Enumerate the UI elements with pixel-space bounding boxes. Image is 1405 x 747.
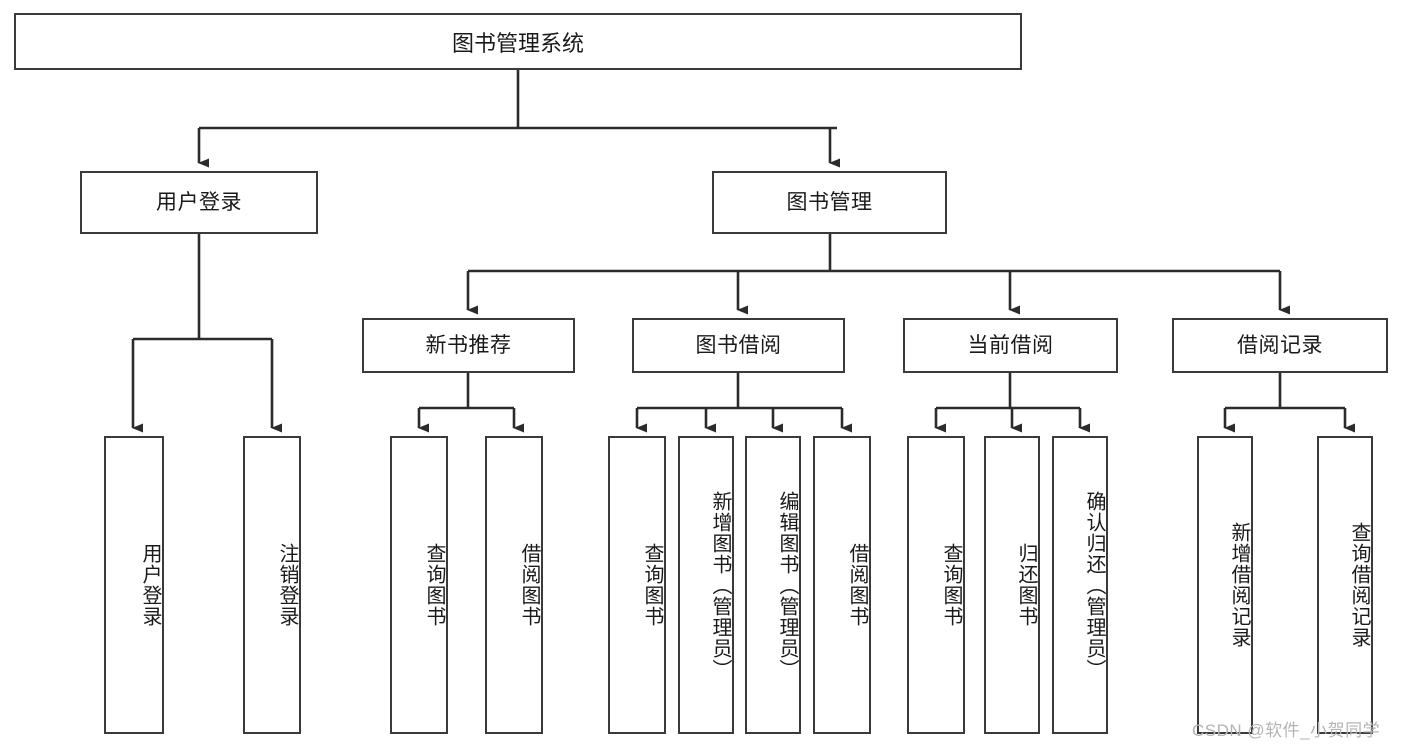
node-label: 归还图书	[1015, 543, 1037, 627]
node-label: 查询图书	[641, 543, 663, 627]
node-label: 借阅记录	[1237, 333, 1323, 357]
leaf-query-books-current[interactable]: 查询图书	[907, 436, 965, 734]
csdn-watermark: CSDN @软件_小贺同学	[1192, 721, 1381, 740]
node-borrow-records[interactable]: 借阅记录	[1172, 318, 1388, 373]
node-label: 新增图书（管理员）	[709, 490, 731, 680]
leaf-confirm-return-admin[interactable]: 确认归还（管理员）	[1052, 436, 1108, 734]
node-user-login[interactable]: 用户登录	[80, 171, 318, 234]
node-label: 借阅图书	[846, 543, 868, 627]
leaf-return-books[interactable]: 归还图书	[984, 436, 1040, 734]
node-label: 注销登录	[276, 543, 298, 627]
node-label: 确认归还（管理员）	[1083, 490, 1105, 680]
leaf-add-book-admin[interactable]: 新增图书（管理员）	[678, 436, 734, 734]
node-label: 查询图书	[940, 543, 962, 627]
node-label: 当前借阅	[967, 333, 1054, 357]
node-label: 图书借阅	[695, 333, 782, 357]
node-label: 用户登录	[139, 543, 161, 627]
node-book-management[interactable]: 图书管理	[712, 171, 947, 234]
node-root-system[interactable]: 图书管理系统	[14, 13, 1022, 70]
node-label: 图书管理	[786, 190, 873, 214]
node-label: 查询借阅记录	[1348, 522, 1370, 648]
node-label: 新增借阅记录	[1228, 522, 1250, 648]
node-book-borrowing[interactable]: 图书借阅	[632, 318, 845, 373]
node-label: 查询图书	[423, 543, 445, 627]
leaf-borrow-books-recommend[interactable]: 借阅图书	[485, 436, 543, 734]
leaf-query-books-borrowing[interactable]: 查询图书	[608, 436, 666, 734]
node-label: 编辑图书（管理员）	[776, 490, 798, 680]
leaf-borrow-books-borrowing[interactable]: 借阅图书	[813, 436, 871, 734]
node-label: 用户登录	[156, 190, 242, 214]
node-label: 借阅图书	[518, 543, 540, 627]
node-current-borrowing[interactable]: 当前借阅	[903, 318, 1118, 373]
leaf-logout[interactable]: 注销登录	[243, 436, 301, 734]
node-label: 新书推荐	[425, 333, 512, 357]
leaf-query-books-recommend[interactable]: 查询图书	[390, 436, 448, 734]
leaf-query-borrow-record[interactable]: 查询借阅记录	[1317, 436, 1373, 734]
leaf-edit-book-admin[interactable]: 编辑图书（管理员）	[745, 436, 801, 734]
node-new-book-recommendation[interactable]: 新书推荐	[362, 318, 575, 373]
leaf-add-borrow-record[interactable]: 新增借阅记录	[1197, 436, 1253, 734]
node-label: 图书管理系统	[451, 30, 584, 56]
leaf-user-login[interactable]: 用户登录	[104, 436, 164, 734]
